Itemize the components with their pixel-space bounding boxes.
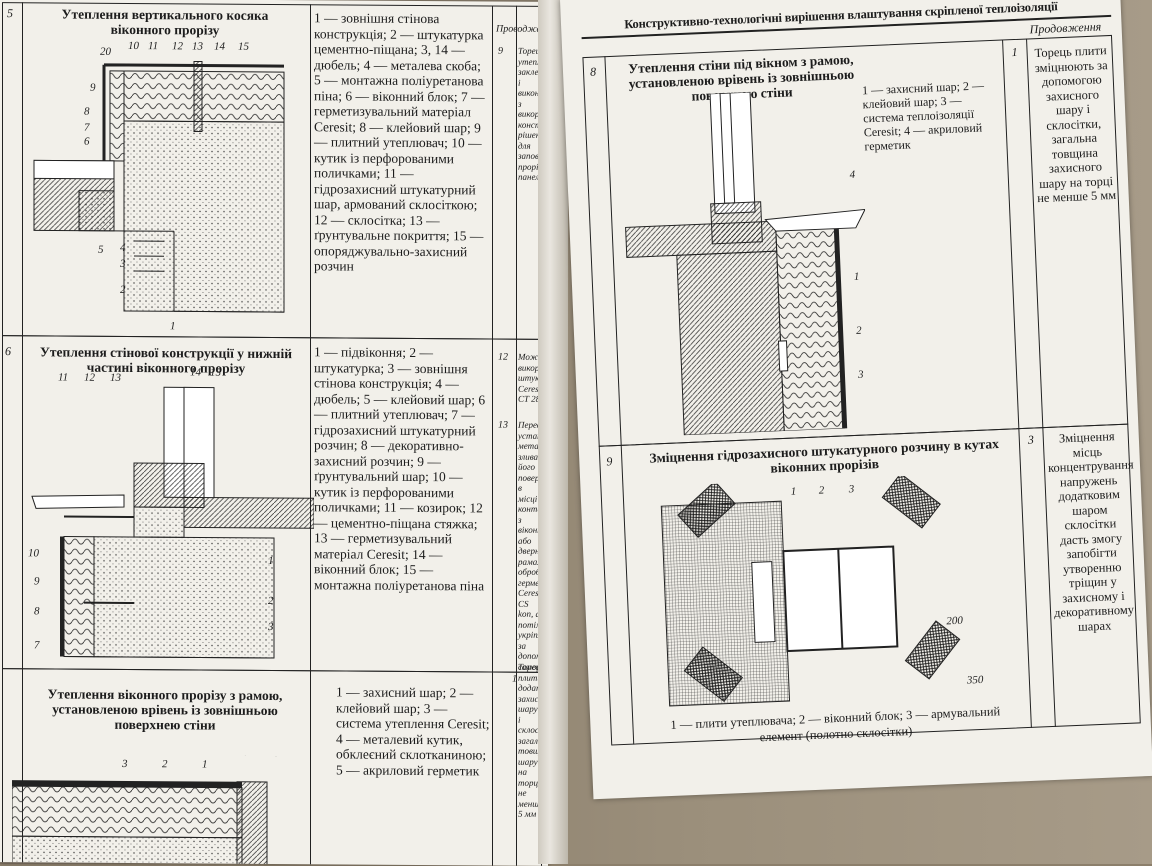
dim-200: 200 [946,615,963,628]
label-1: 1 [170,320,175,332]
label-5: 5 [98,244,104,256]
window-jamb-drawing: 20 10 11 12 13 14 15 9 8 7 6 5 4 3 2 1 [24,40,314,332]
dim-350: 350 [966,674,984,687]
label-1: 1 [202,758,207,770]
label-9: 9 [90,82,96,94]
label-3: 3 [857,369,864,381]
label-4: 4 [242,754,248,759]
note-number-2: 13 [498,420,508,432]
note-number: 1 [512,674,517,686]
label-15: 15 [238,41,249,53]
label-2: 2 [819,484,825,496]
label-1: 1 [854,271,860,283]
label-14: 14 [190,366,201,378]
row-number: 9 [606,454,613,469]
left-page: 5 Утеплення вертикального косяка віконно… [0,0,548,866]
right-page: Конструктивно-технологічні вирішення вла… [560,0,1152,799]
label-10: 10 [28,547,39,559]
label-7: 7 [84,122,90,134]
label-13: 13 [192,40,203,52]
under-window-wall-drawing: 4 1 2 3 [610,88,874,438]
note-text: Зміцнення місць концентрування напружень… [1047,429,1135,635]
label-2: 2 [120,284,126,296]
note-number: 1 [1011,45,1018,60]
label-13: 13 [110,372,121,384]
note-number: 3 [1028,433,1035,448]
section-title: Утеплення вертикального косяка віконного… [30,6,300,38]
label-1: 1 [268,555,273,567]
row-number: 8 [590,65,597,80]
window-sill-drawing: 11 12 13 14 15 10 9 8 7 6 5 4 1 2 3 [24,366,314,668]
continued-label: Продовження [1029,19,1101,37]
legend-text: 1 — захисний шар; 2 — клейовий шар; 3 — … [862,78,1005,154]
label-2: 2 [268,595,274,607]
note-number: 9 [498,46,503,58]
label-12: 12 [84,372,95,384]
legend-text: 1 — захисний шар; 2 — клейовий шар; 3 — … [336,684,496,778]
label-6: 6 [84,136,90,148]
label-14: 14 [214,41,225,53]
legend-text: 1 — підвіконня; 2 — штукатурка; 3 — зовн… [314,344,490,593]
label-3: 3 [119,258,126,270]
label-12: 12 [172,40,183,52]
row-number: 6 [5,344,11,359]
label-10: 10 [128,40,139,52]
flush-frame-drawing: 3 2 1 4 5 [12,754,312,866]
book-gutter [538,0,568,864]
label-3: 3 [267,621,274,633]
corner-reinforcement-drawing: 1 2 3 200 350 [640,471,1029,717]
label-4: 4 [120,242,126,254]
label-2: 2 [856,325,862,337]
legend-text: 1 — зовнішня стінова конструкція; 2 — шт… [314,10,490,275]
label-4: 4 [849,169,855,181]
label-3: 3 [847,483,854,495]
label-1: 1 [791,486,797,498]
label-20: 20 [100,46,111,58]
label-11: 11 [148,40,158,52]
label-11: 11 [58,371,68,383]
label-15: 15 [210,367,221,379]
label-3: 3 [121,758,128,770]
row-number: 5 [7,6,13,21]
label-2: 2 [162,758,168,770]
label-8: 8 [34,605,40,617]
page-header: Конструктивно-технологічні вирішення вла… [581,0,1101,34]
note-number: 12 [498,352,508,364]
label-9: 9 [34,575,40,587]
label-7: 7 [34,639,40,651]
section-title: Утеплення віконного прорізу з рамою, уст… [20,686,310,733]
note-text: Торець плити зміцнюють за допомогою захи… [1030,43,1117,206]
label-8: 8 [84,106,90,118]
